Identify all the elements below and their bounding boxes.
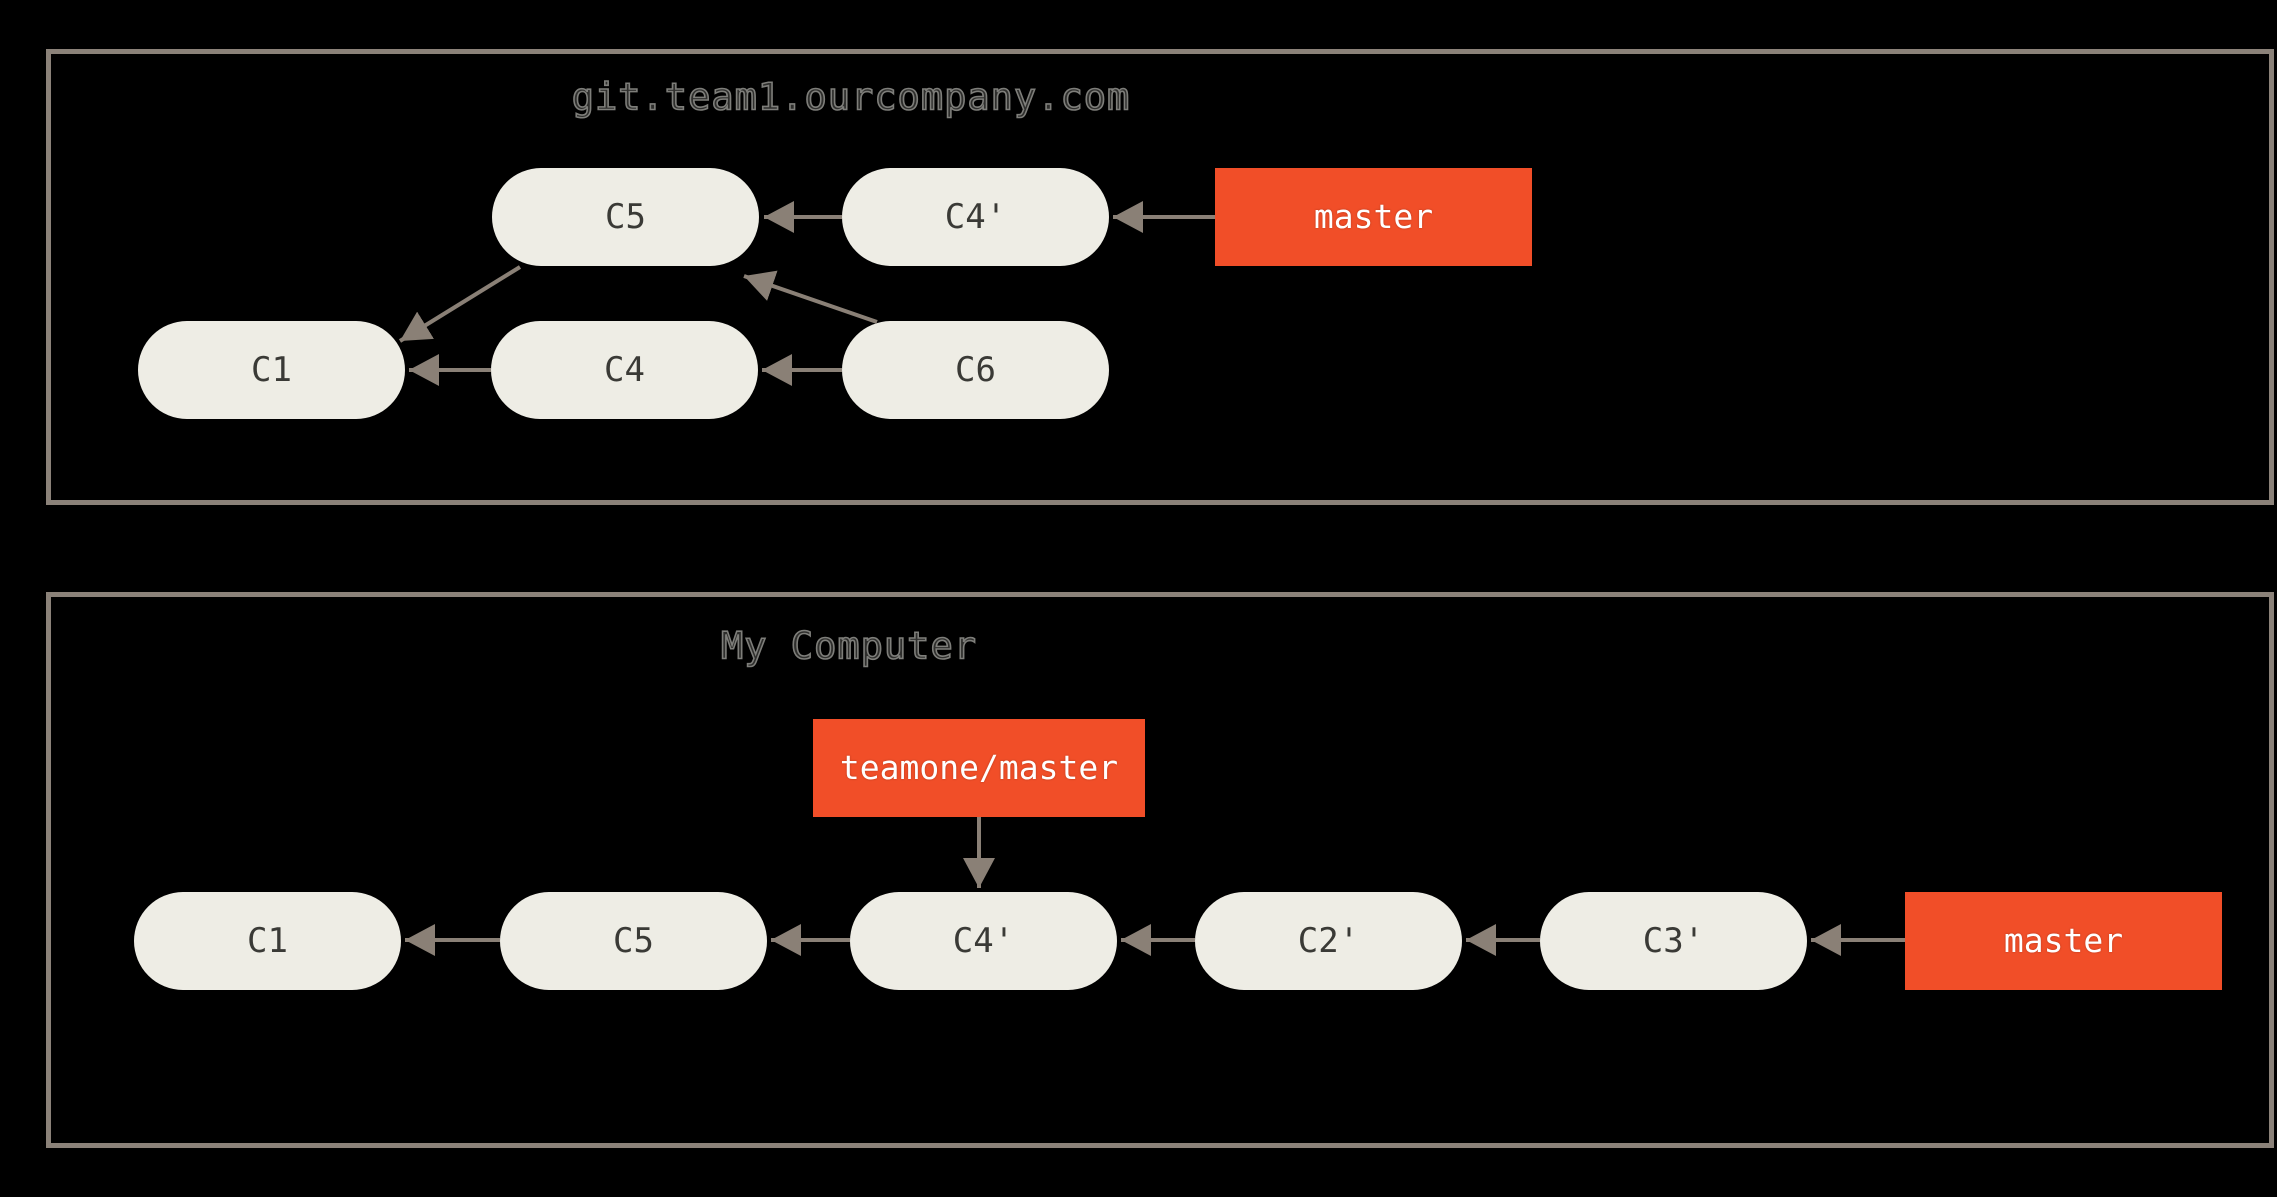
commit-node-local-C5: C5 <box>500 892 767 990</box>
branch-label-local-master: master <box>1905 892 2222 990</box>
panel-my-computer <box>46 592 2274 1148</box>
branch-label-remote-master: master <box>1215 168 1532 266</box>
commit-node-local-C4-prime: C4' <box>850 892 1117 990</box>
commit-node-remote-C6: C6 <box>842 321 1109 419</box>
panel-remote-server <box>46 49 2274 505</box>
commit-node-local-C2-prime: C2' <box>1195 892 1462 990</box>
commit-node-remote-C4: C4 <box>491 321 758 419</box>
commit-node-remote-C4-prime: C4' <box>842 168 1109 266</box>
branch-label-local-teamone-master: teamone/master <box>813 719 1145 817</box>
commit-node-remote-C1: C1 <box>138 321 405 419</box>
commit-node-local-C3-prime: C3' <box>1540 892 1807 990</box>
panel-local-title: My Computer <box>720 624 978 669</box>
panel-remote-title: git.team1.ourcompany.com <box>571 75 1131 120</box>
commit-node-local-C1: C1 <box>134 892 401 990</box>
commit-node-remote-C5: C5 <box>492 168 759 266</box>
